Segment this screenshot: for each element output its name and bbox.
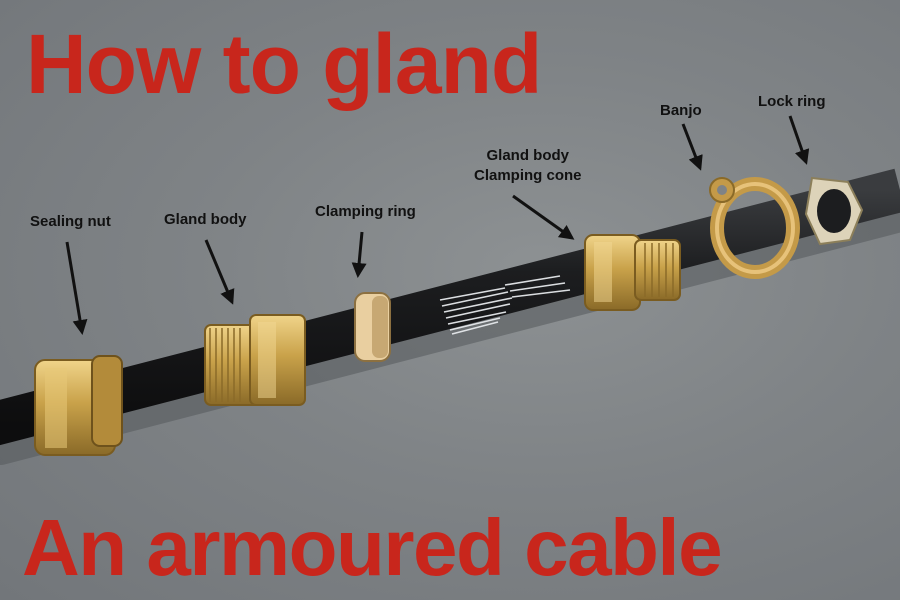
label-clamping-ring: Clamping ring: [315, 203, 416, 220]
clamping-ring: [354, 292, 391, 362]
label-lock-ring: Lock ring: [758, 93, 826, 110]
headline-top: How to gland: [26, 17, 542, 111]
arrow-gland-body: [204, 239, 235, 305]
label-clamping-cone-line: Clamping cone: [474, 167, 582, 184]
label-gland-body: Gland body: [164, 211, 247, 228]
arrow-clamping-ring: [351, 231, 367, 278]
headline-bottom: An armoured cable: [22, 503, 723, 592]
label-sealing-nut: Sealing nut: [30, 213, 111, 230]
armoured-cable: [0, 168, 900, 446]
arrow-lock-ring: [788, 115, 810, 165]
lock-ring: [804, 176, 864, 246]
arrow-sealing-nut: [65, 241, 88, 335]
label-gland-body-line: Gland body: [486, 147, 570, 164]
banjo: [709, 177, 800, 279]
label-banjo: Banjo: [660, 102, 702, 119]
sealing-nut: [34, 355, 123, 456]
pointer-arrows: [65, 115, 810, 335]
armour-wires: [439, 275, 571, 335]
gland-body-clamping-cone: [584, 234, 681, 311]
arrow-banjo: [681, 123, 703, 171]
arrow-clamping-cone: [512, 194, 575, 240]
gland-body: [204, 314, 306, 406]
label-gland-body-clamping-cone: Gland body Clamping cone: [474, 146, 582, 186]
